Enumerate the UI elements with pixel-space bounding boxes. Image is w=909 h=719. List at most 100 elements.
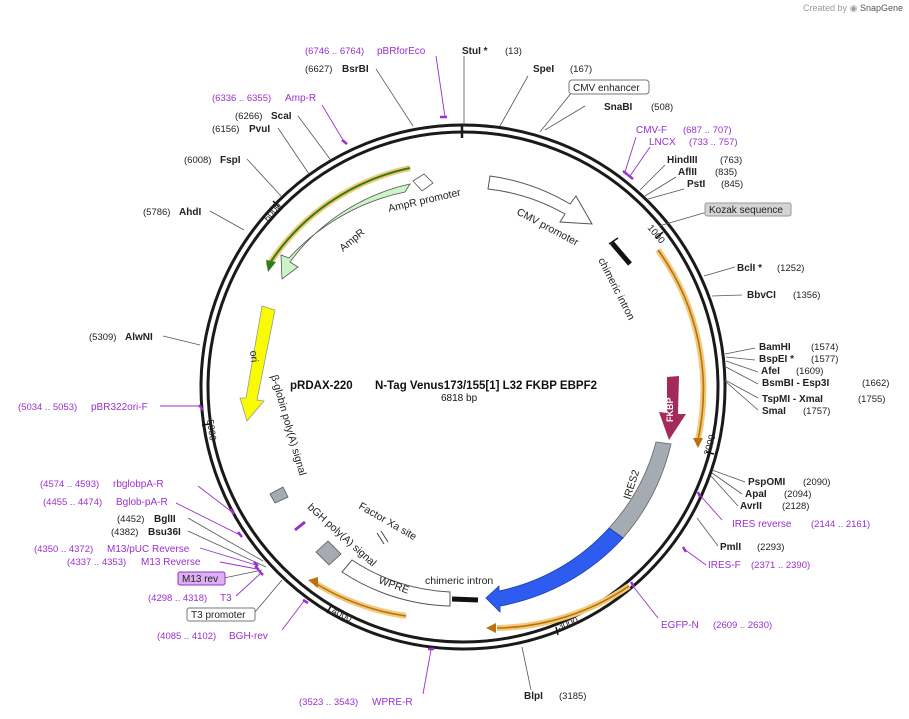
enzyme-name-spei: SpeI: [533, 64, 554, 75]
label-ampr: AmpR: [337, 226, 367, 254]
cmv-enhancer-label: CMV enhancer: [573, 83, 640, 94]
primer-name-iresf: IRES-F: [708, 560, 741, 571]
ori-arrow: [239, 305, 276, 422]
primer-name-cmvf: CMV-F: [636, 125, 667, 136]
kozak-leader: [658, 211, 708, 227]
enzyme-name-avrii: AvrII: [740, 501, 762, 512]
enzyme-name-ahdi: AhdI: [179, 207, 201, 218]
enzyme-name-pvui: PvuI: [249, 124, 270, 135]
enzyme-pos-bsrbi: (6627): [305, 64, 332, 75]
credit-brand: SnapGene: [859, 3, 903, 13]
enzyme-name-bspei: BspEI *: [759, 354, 794, 365]
enzyme-name-fspi: FspI: [220, 155, 241, 166]
primer-name-ampr: Amp-R: [285, 93, 316, 104]
enzyme-pos-ahdi: (5786): [143, 207, 170, 218]
enzyme-name-psti: PstI: [687, 179, 706, 190]
tick-6000: 6000: [262, 201, 284, 224]
ebfp2-arrow: [485, 527, 624, 613]
enzyme-pos-aflii: (835): [715, 167, 737, 178]
enzyme-pos-smai: (1757): [803, 406, 830, 417]
wpre-arrowhead: [308, 577, 318, 588]
primer-name-m13puc: M13/pUC Reverse: [107, 544, 190, 555]
enzyme-name-stui: StuI *: [462, 46, 488, 57]
primer-name-wprer: WPRE-R: [372, 697, 413, 708]
inner-primer-mark: [294, 520, 306, 532]
factor-xa-line-1: [376, 532, 385, 545]
ires2-segment: [608, 441, 672, 539]
primer-range-bghrev: (4085 .. 4102): [157, 631, 216, 642]
tick-4000: 4000: [330, 606, 354, 625]
wpre-line: [314, 582, 407, 617]
enzyme-name-smai: SmaI: [762, 406, 786, 417]
enzyme-name-blpi: BlpI: [524, 691, 543, 702]
enzyme-name-afei: AfeI: [761, 366, 780, 377]
credit-prefix: Created by: [803, 3, 848, 13]
primer-range-pbr322orif: (5034 .. 5053): [18, 402, 77, 413]
enzyme-pos-fspi: (6008): [184, 155, 211, 166]
primer-range-iresf: (2371 .. 2390): [751, 560, 810, 571]
m13rev-box: [177, 571, 226, 586]
ampr-arrowhead: [266, 260, 276, 272]
m13rev-leader: [223, 569, 263, 579]
enzyme-pos-bspei: (1577): [811, 354, 838, 365]
enzyme-name-pmli: PmlI: [720, 542, 741, 553]
enzyme-pos-bcli: (1252): [777, 263, 804, 274]
primer-name-egfpn: EGFP-N: [661, 620, 699, 631]
enzyme-name-hindiii: HindIII: [667, 155, 698, 166]
credit-line: Created by ◉ SnapGene: [803, 3, 903, 14]
t3promoter-label: T3 promoter: [191, 610, 246, 621]
t3promoter-box: [186, 607, 256, 622]
tick-1000: 1000: [645, 223, 667, 246]
enzyme-pos-tspmi-xmai: (1755): [858, 394, 885, 405]
enzyme-pos-hindiii: (763): [720, 155, 742, 166]
chimeric-intron-bottom: [451, 596, 479, 603]
label-factor-xa: Factor Xa site: [357, 500, 419, 543]
primer-name-t3: T3: [220, 593, 232, 604]
primer-range-rbglobpar: (4574 .. 4593): [40, 479, 99, 490]
enzyme-name-bsrbi: BsrBI: [342, 64, 369, 75]
enzyme-name-apai: ApaI: [745, 489, 767, 500]
plasmid-name: pRDAX-220: [290, 380, 353, 392]
primer-range-m13puc: (4350 .. 4372): [34, 544, 93, 555]
primer-name-m13reverse: M13 Reverse: [141, 557, 201, 568]
enzyme-name-alwni: AlwNI: [125, 332, 153, 343]
enzyme-pos-avrii: (2128): [782, 501, 809, 512]
tick-4000-mark: [326, 605, 332, 614]
tick-5000-mark: [201, 423, 211, 426]
primer-name-rbglobpar: rbglobpA-R: [113, 479, 164, 490]
primer-name-bglobpar: Bglob-pA-R: [116, 497, 168, 508]
snapgene-logo-icon: ◉: [849, 3, 858, 13]
primer-range-wprer: (3523 .. 3543): [299, 697, 358, 708]
enzyme-pos-psti: (845): [721, 179, 743, 190]
enzyme-pos-afei: (1609): [796, 366, 823, 377]
label-ori: ori: [247, 350, 260, 363]
label-ebfp2: EBFP2: [522, 543, 557, 571]
primer-marks: [198, 115, 702, 651]
enzyme-name-bamhi: BamHI: [759, 342, 791, 353]
primer-range-bglobpar: (4455 .. 4474): [43, 497, 102, 508]
enzyme-name-aflii: AflII: [678, 167, 697, 178]
bglobin-box: [269, 486, 289, 504]
ampr-dark-line: [267, 167, 411, 267]
primer-range-pbrforeco: (6746 .. 6764): [305, 46, 364, 57]
kozak-box: [704, 202, 792, 217]
primer-name-ires-reverse: IRES reverse: [732, 519, 792, 530]
primer-name-bghrev: BGH-rev: [229, 631, 268, 642]
primer-leaders: [160, 55, 723, 695]
enzyme-leaders: [162, 56, 759, 691]
tick-1000-mark: [655, 231, 664, 239]
plasmid-insert: N-Tag Venus173/155[1] L32 FKBP EBPF2: [375, 380, 597, 392]
egfp-line: [496, 585, 630, 629]
enzyme-pos-pvui: (6156): [212, 124, 239, 135]
primer-name-lncx: LNCX: [649, 137, 676, 148]
enzyme-pos-pspomi: (2090): [803, 477, 830, 488]
egfp-arrowhead: [486, 623, 496, 633]
bgh-box: [315, 540, 342, 566]
label-chimeric-intron-bottom: chimeric intron: [425, 575, 493, 587]
primer-name-pbr322orif: pBR322ori-F: [91, 402, 148, 413]
chimeric-intron-top-cap: [608, 237, 619, 245]
factor-xa-line-2: [380, 530, 389, 543]
tick-2000-mark: [705, 451, 715, 455]
primer-range-lncx: (733 .. 757): [689, 137, 738, 148]
